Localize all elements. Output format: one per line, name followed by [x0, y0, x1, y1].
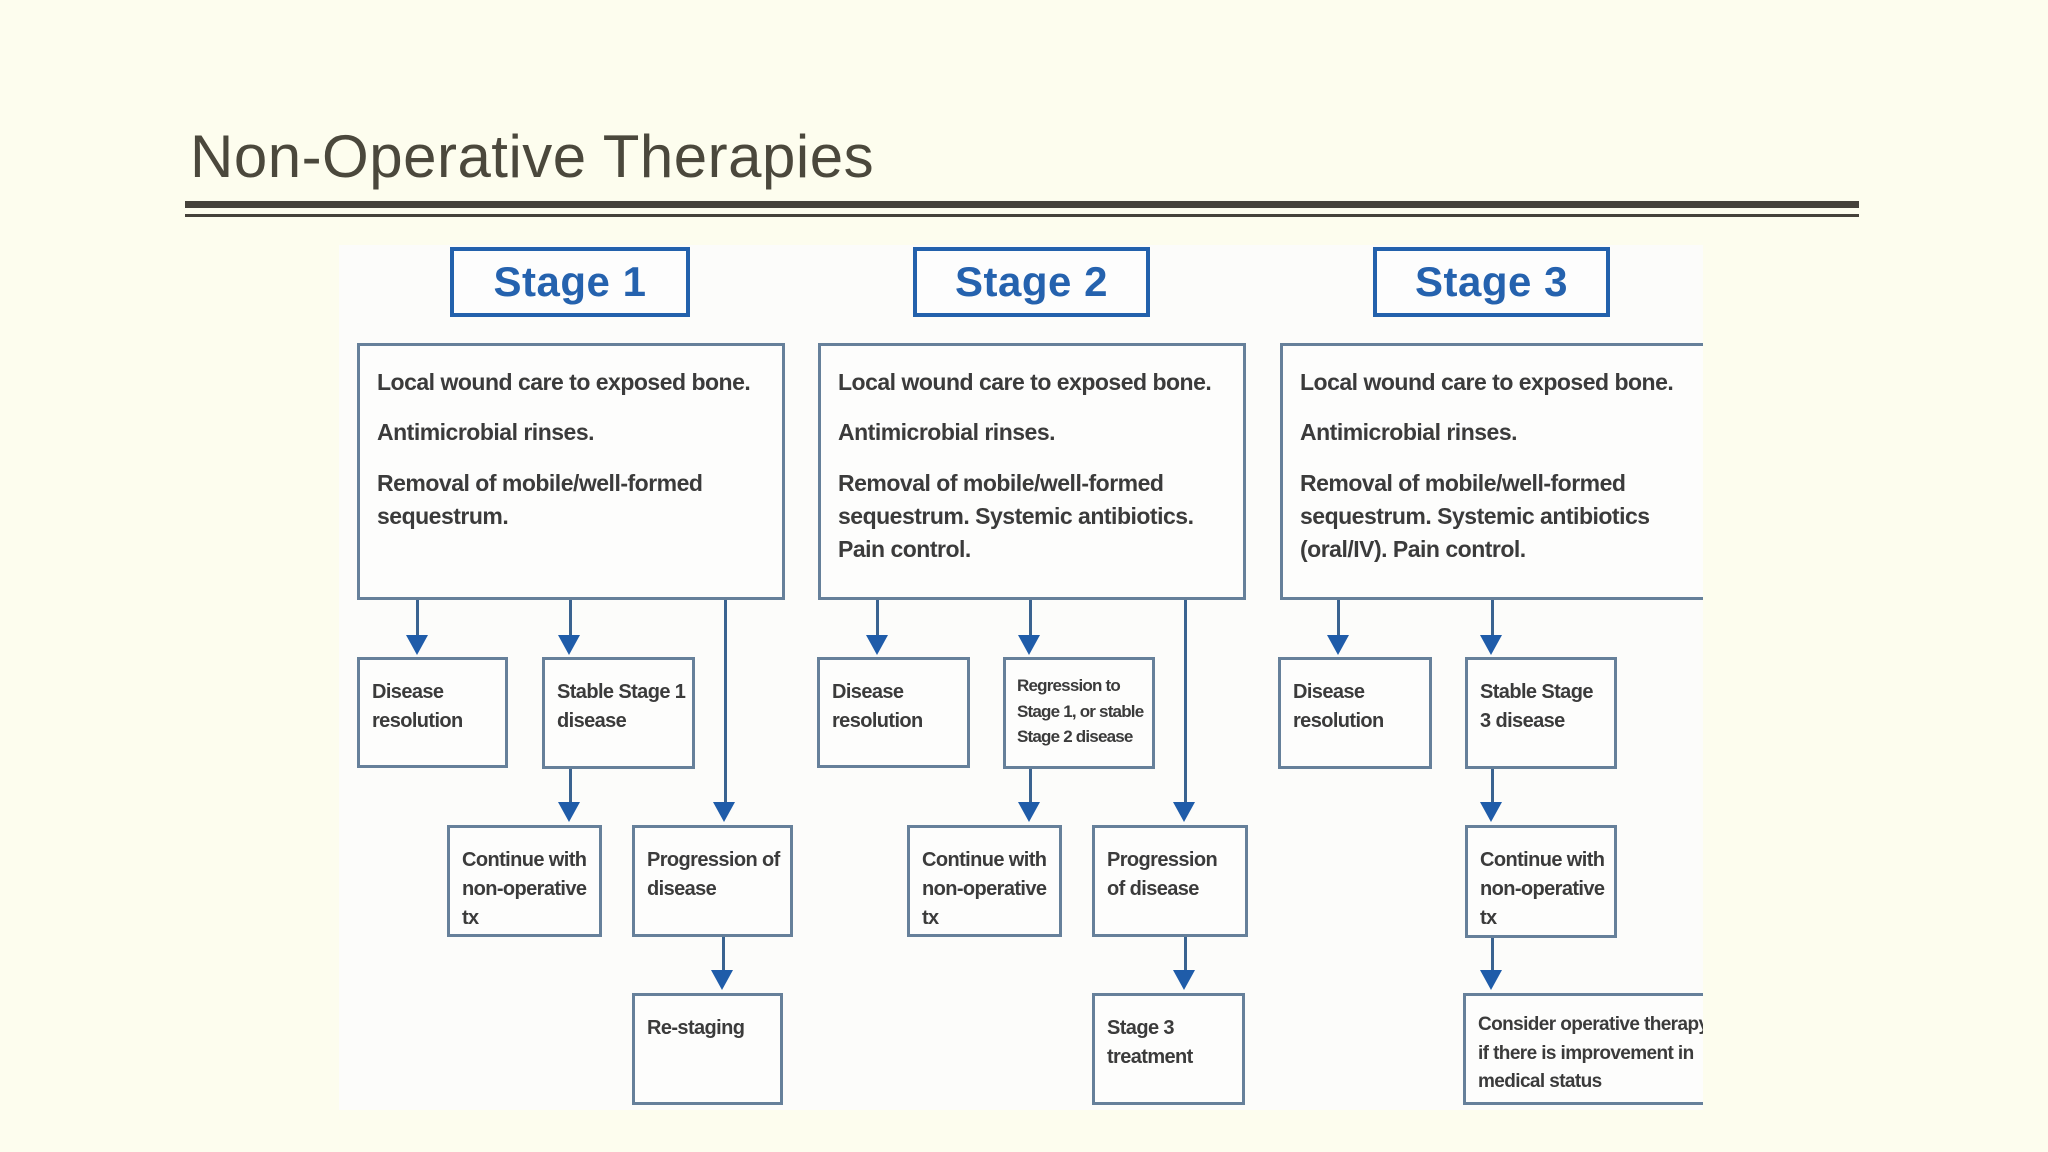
connector-line	[724, 600, 727, 805]
connector-line	[1337, 600, 1340, 640]
arrow-down-icon	[1018, 802, 1040, 822]
arrow-down-icon	[711, 970, 733, 990]
arrow-down-icon	[1327, 635, 1349, 655]
connector-line	[1491, 938, 1494, 973]
connector-line	[1029, 769, 1032, 805]
care-item: Antimicrobial rinses.	[1300, 419, 1518, 446]
stage-2-stage3-treatment-box: Stage 3 treatment	[1092, 993, 1245, 1105]
care-item: Antimicrobial rinses.	[377, 419, 595, 446]
stage-1-disease-resolution-box: Disease resolution	[357, 657, 508, 768]
connector-line	[1491, 600, 1494, 640]
stage-2-regression-box: Regression to Stage 1, or stable Stage 2…	[1003, 657, 1155, 769]
connector-line	[1491, 769, 1494, 805]
arrow-down-icon	[558, 635, 580, 655]
stage-1-progression-box: Progression of disease	[632, 825, 793, 937]
arrow-down-icon	[866, 635, 888, 655]
connector-line	[722, 937, 725, 973]
stage-1-continue-box: Continue with non-operative tx	[447, 825, 602, 937]
page-title: Non-Operative Therapies	[190, 123, 875, 190]
stage-1-restaging-box: Re-staging	[632, 993, 783, 1105]
stage-2-disease-resolution-box: Disease resolution	[817, 657, 970, 768]
stage-3-disease-resolution-box: Disease resolution	[1278, 657, 1432, 769]
connector-line	[569, 600, 572, 640]
stage-1-care-box: Local wound care to exposed bone. Antimi…	[357, 343, 785, 600]
flowchart-panel: Stage 1 Local wound care to exposed bone…	[339, 245, 1703, 1110]
title-underline-thick	[185, 201, 1859, 208]
care-item: Removal of mobile/well-formed sequestrum…	[838, 469, 1194, 563]
title-underline-thin	[185, 214, 1859, 217]
stage-2-header: Stage 2	[913, 247, 1150, 317]
connector-line	[1184, 937, 1187, 973]
arrow-down-icon	[713, 802, 735, 822]
arrow-down-icon	[1173, 970, 1195, 990]
arrow-down-icon	[558, 802, 580, 822]
stage-3-care-box: Local wound care to exposed bone. Antimi…	[1280, 343, 1703, 600]
connector-line	[416, 600, 419, 640]
care-item: Antimicrobial rinses.	[838, 419, 1056, 446]
connector-line	[1029, 600, 1032, 640]
stage-3-header: Stage 3	[1373, 247, 1610, 317]
arrow-down-icon	[1480, 635, 1502, 655]
stage-2-continue-box: Continue with non-operative tx	[907, 825, 1062, 937]
care-item: Local wound care to exposed bone.	[838, 369, 1212, 395]
stage-3-consider-operative-box: Consider operative therapy if there is i…	[1463, 993, 1703, 1105]
stage-2-care-box: Local wound care to exposed bone. Antimi…	[818, 343, 1246, 600]
arrow-down-icon	[1018, 635, 1040, 655]
care-item: Local wound care to exposed bone.	[377, 369, 751, 395]
arrow-down-icon	[1480, 970, 1502, 990]
care-item: Removal of mobile/well-formed sequestrum…	[1300, 469, 1650, 563]
care-item: Local wound care to exposed bone.	[1300, 369, 1674, 395]
arrow-down-icon	[1173, 802, 1195, 822]
stage-1-stable-disease-box: Stable Stage 1 disease	[542, 657, 695, 769]
arrow-down-icon	[406, 635, 428, 655]
connector-line	[569, 769, 572, 805]
connector-line	[876, 600, 879, 640]
connector-line	[1184, 600, 1187, 805]
care-item: Removal of mobile/well-formed sequestrum…	[377, 469, 703, 530]
arrow-down-icon	[1480, 802, 1502, 822]
stage-1-header: Stage 1	[450, 247, 690, 317]
stage-2-progression-box: Progression of disease	[1092, 825, 1248, 937]
stage-3-stable-disease-box: Stable Stage 3 disease	[1465, 657, 1617, 769]
stage-3-continue-box: Continue with non-operative tx	[1465, 825, 1617, 938]
